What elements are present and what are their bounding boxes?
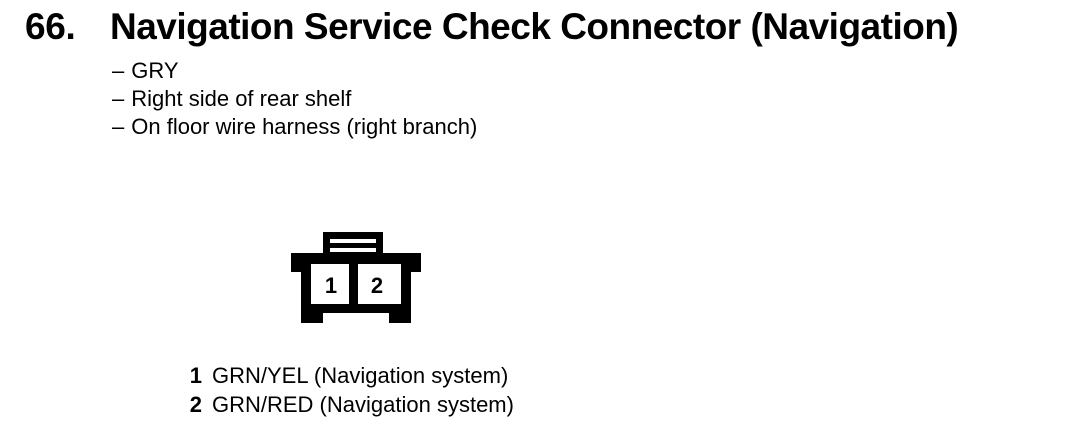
connector-drawing-icon: 1 2: [291, 232, 421, 323]
detail-item-label: Right side of rear shelf: [131, 86, 352, 111]
dash-bullet: –: [112, 58, 125, 83]
detail-item-harness: – On floor wire harness (right branch): [112, 113, 477, 141]
cavity-number-1: 1: [325, 273, 337, 298]
pin-legend: 1 GRN/YEL (Navigation system) 2 GRN/RED …: [189, 361, 514, 419]
detail-item-label: GRY: [131, 58, 179, 83]
connector-diagram: 1 2: [290, 231, 422, 327]
detail-item-label: On floor wire harness (right branch): [131, 114, 478, 139]
detail-item-location: – Right side of rear shelf: [112, 85, 477, 113]
pin-number: 2: [189, 392, 202, 417]
connector-detail-list: – GRY – Right side of rear shelf – On fl…: [112, 57, 477, 141]
pin-row-2: 2 GRN/RED (Navigation system): [189, 390, 514, 419]
dash-bullet: –: [112, 86, 125, 111]
cavity-number-2: 2: [371, 273, 383, 298]
pin-number: 1: [189, 363, 202, 388]
pin-label: GRN/YEL (Navigation system): [212, 363, 509, 388]
page-title: Navigation Service Check Connector (Navi…: [110, 6, 959, 47]
pin-row-1: 1 GRN/YEL (Navigation system): [189, 361, 514, 390]
pin-label: GRN/RED (Navigation system): [212, 392, 514, 417]
item-number: 66.: [25, 6, 76, 47]
detail-item-color: – GRY: [112, 57, 477, 85]
dash-bullet: –: [112, 114, 125, 139]
